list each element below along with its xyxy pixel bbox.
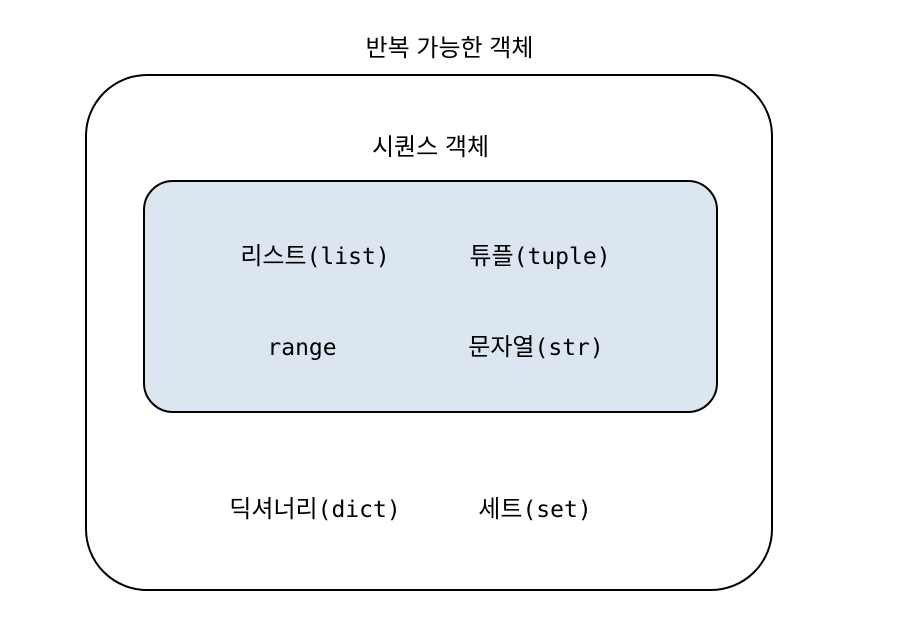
item-dict-korean: 딕셔너리 [229, 496, 318, 523]
diagram-title: 반복 가능한 객체 [0, 33, 899, 65]
item-list: 리스트(list) [240, 241, 389, 273]
item-set-code: (set) [522, 497, 592, 523]
item-str-korean: 문자열 [468, 334, 535, 361]
diagram-title-text: 반복 가능한 객체 [365, 35, 534, 62]
item-dict-code: (dict) [317, 497, 401, 523]
item-tuple-korean: 튜플 [469, 243, 514, 270]
sequence-objects-box [143, 180, 718, 413]
item-list-code: (list) [306, 244, 390, 270]
item-list-korean: 리스트 [240, 243, 307, 270]
sequence-box-label-text: 시퀀스 객체 [371, 134, 490, 161]
item-str: 문자열(str) [468, 332, 604, 364]
item-set-korean: 세트 [478, 496, 523, 523]
item-range-code: range [267, 335, 337, 361]
item-tuple: 튜플(tuple) [469, 241, 610, 273]
item-str-code: (str) [534, 335, 604, 361]
item-dict: 딕셔너리(dict) [229, 494, 400, 526]
item-tuple-code: (tuple) [513, 244, 611, 270]
sequence-box-label: 시퀀스 객체 [143, 132, 718, 164]
item-set: 세트(set) [478, 494, 591, 526]
item-range: range [267, 332, 336, 364]
